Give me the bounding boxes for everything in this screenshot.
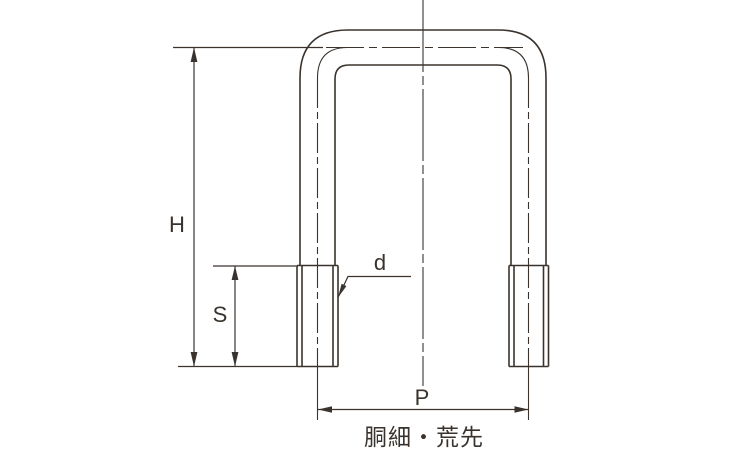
- d-leader-arrow: [338, 283, 347, 298]
- p-dimension-label: P: [415, 385, 430, 410]
- rod-centerline-right-corner-arc: [498, 46, 530, 79]
- s-arrow-down: [231, 352, 239, 367]
- dimension-d: d: [337, 250, 411, 298]
- dimension-P: P: [318, 385, 529, 413]
- dimension-S: S: [213, 265, 297, 367]
- s-dimension-label: S: [213, 302, 228, 327]
- p-arrow-left: [318, 406, 332, 413]
- drawing-caption: 胴細・荒先: [364, 424, 484, 450]
- d-leader-line: [337, 275, 411, 298]
- h-arrow-up: [190, 47, 198, 62]
- dimension-H: H: [169, 46, 323, 368]
- s-arrow-up: [231, 266, 239, 280]
- left-thread-section: [296, 264, 339, 368]
- rod-centerline-left-corner-arc: [316, 46, 348, 79]
- d-dimension-label: d: [374, 250, 386, 275]
- h-arrow-down: [190, 352, 198, 367]
- center-lines: [316, 0, 530, 420]
- p-arrow-right: [514, 406, 529, 413]
- h-dimension-label: H: [169, 212, 185, 237]
